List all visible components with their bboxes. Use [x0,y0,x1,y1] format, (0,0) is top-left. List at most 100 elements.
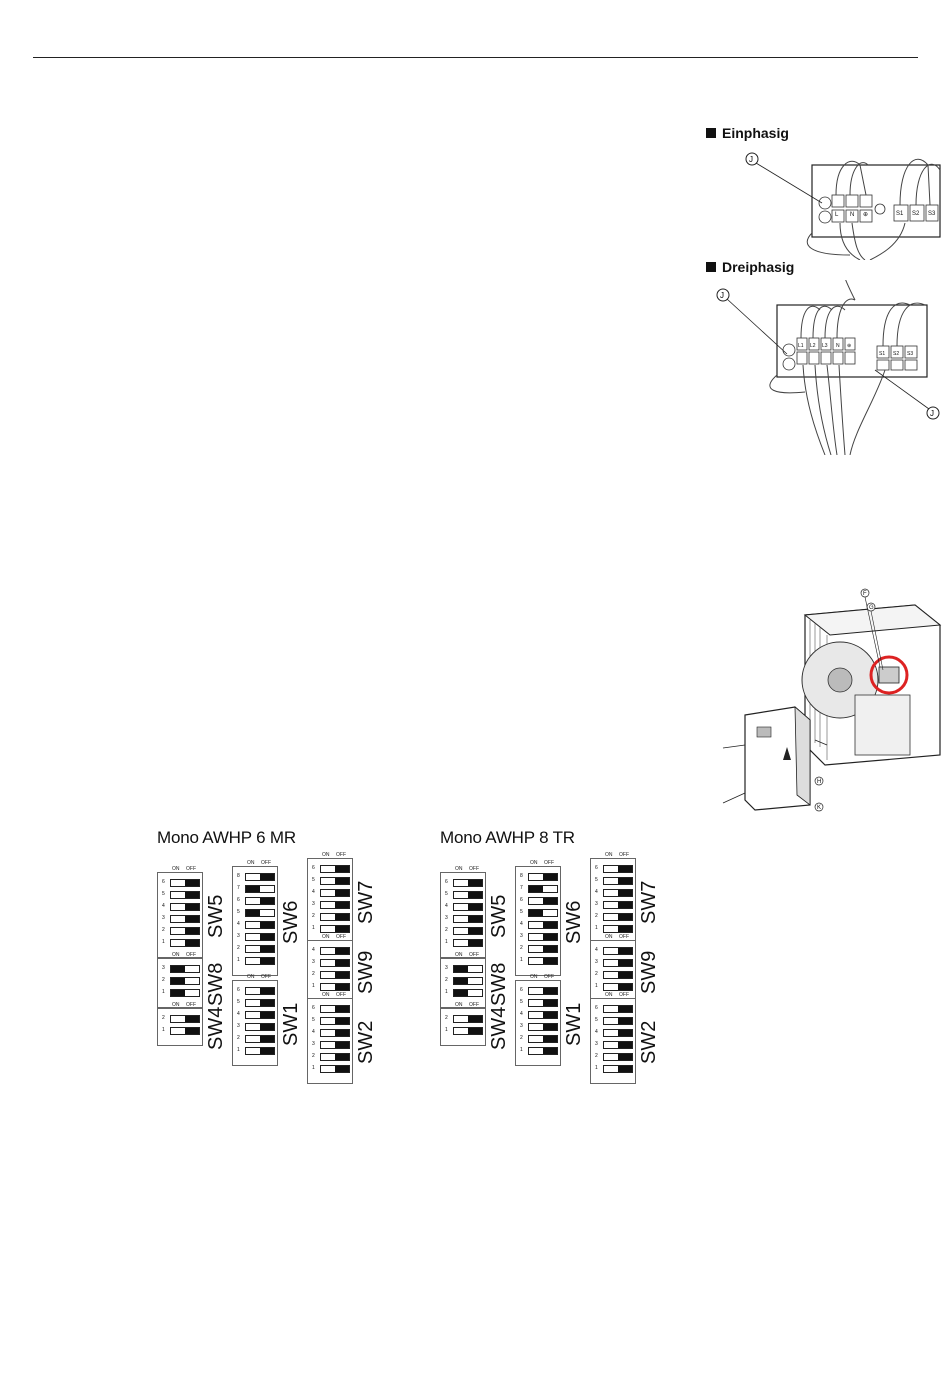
dip-knob-off [260,874,274,880]
dip-track [320,1005,350,1013]
dip-knob-off [468,1016,482,1022]
dip-track [320,1029,350,1037]
dip-knob-off [185,1028,199,1034]
dip-row-number: 8 [237,873,240,879]
dip-row-number: 1 [595,1065,598,1071]
dip-track [528,987,558,995]
dip-knob-off [335,984,349,990]
dip-track [528,933,558,941]
dip-knob-on [246,910,260,916]
dip-track [528,1047,558,1055]
dip-switch-row: 2 [162,927,200,935]
terminal-label-l: L [835,212,839,218]
dip-switch-row: 1 [520,957,558,965]
dip-knob-off [618,1042,632,1048]
dip-knob-off [618,914,632,920]
on-label: ON [605,992,613,998]
dip-row-number: 5 [520,999,523,1005]
dip-knob-off [185,940,199,946]
dip-row-number: 6 [162,879,165,885]
off-label: OFF [186,952,196,958]
dip-row-number: 5 [445,891,448,897]
dip-switch-row: 1 [312,983,350,991]
dip-knob-on [529,886,543,892]
dip-switch-row: 2 [595,971,633,979]
dip-track [603,1053,633,1061]
on-label: ON [455,866,463,872]
dip-knob-on [454,978,468,984]
dip-switch-row: 2 [445,1015,483,1023]
off-label: OFF [619,852,629,858]
dip-switch-row: 1 [162,1027,200,1035]
dip-track [453,915,483,923]
dip-knob-off [335,1066,349,1072]
dip-switch-row: 5 [445,891,483,899]
dip-track [528,999,558,1007]
dip-row-number: 2 [312,971,315,977]
dip-track [453,1015,483,1023]
dip-track [603,925,633,933]
dip-switch-row: 3 [520,1023,558,1031]
dip-track [170,977,200,985]
dip-track [170,1015,200,1023]
dip-knob-off [335,1042,349,1048]
dip-track [170,927,200,935]
dip-row-number: 1 [445,1027,448,1033]
dip-knob-off [618,972,632,978]
dip-knob-on [454,966,468,972]
dip-switch-row: 5 [237,999,275,1007]
off-label: OFF [186,866,196,872]
dip-track [453,927,483,935]
dip-knob-off [618,1018,632,1024]
dip-row-number: 5 [595,1017,598,1023]
dip-knob-off [618,1054,632,1060]
dip-switch-row: 2 [312,1053,350,1061]
dip-row-number: 6 [237,897,240,903]
terminal-label-s1: S1 [896,211,904,217]
dip-switch-row: 3 [162,965,200,973]
dip-track [320,1065,350,1073]
dip-row-number: 4 [312,1029,315,1035]
header-rule [33,57,918,58]
dip-knob-off [468,928,482,934]
dip-switch-row: 1 [445,939,483,947]
dip-row-number: 2 [520,945,523,951]
on-label: ON [322,852,330,858]
dip-switch-row: 4 [520,1011,558,1019]
dip-switch-row: 2 [237,1035,275,1043]
on-label: ON [247,974,255,980]
off-label: OFF [186,1002,196,1008]
dip-track [245,999,275,1007]
dip-track [528,1035,558,1043]
three-phase-terminal-diagram: L1 L2 L3 N ⊕ S1 S2 S3 J J [716,280,940,455]
on-label: ON [605,934,613,940]
switch-label-sw9: SW9 [355,950,377,994]
dip-row-number: 1 [162,1027,165,1033]
dip-row-number: 3 [162,965,165,971]
dip-switch-row: 4 [237,1011,275,1019]
dip-knob-off [543,898,557,904]
switch-label-sw5: SW5 [488,894,510,938]
dip-row-number: 5 [237,909,240,915]
dip-row-number: 3 [237,1023,240,1029]
dip-track [528,945,558,953]
dip-row-number: 2 [445,927,448,933]
dip-track [170,989,200,997]
dip-row-number: 3 [595,901,598,907]
dip-knob-off [618,984,632,990]
dip-switch-row: 2 [162,1015,200,1023]
dip-knob-off [335,926,349,932]
dip-knob-off [468,904,482,910]
dip-knob-off [260,898,274,904]
dip-row-number: 6 [237,987,240,993]
dip-track [603,983,633,991]
dip-knob-off [260,922,274,928]
dip-knob-off [543,922,557,928]
dip-row-number: 4 [312,889,315,895]
dip-track [320,925,350,933]
dip-knob-off [543,1036,557,1042]
dip-knob-on [529,910,543,916]
